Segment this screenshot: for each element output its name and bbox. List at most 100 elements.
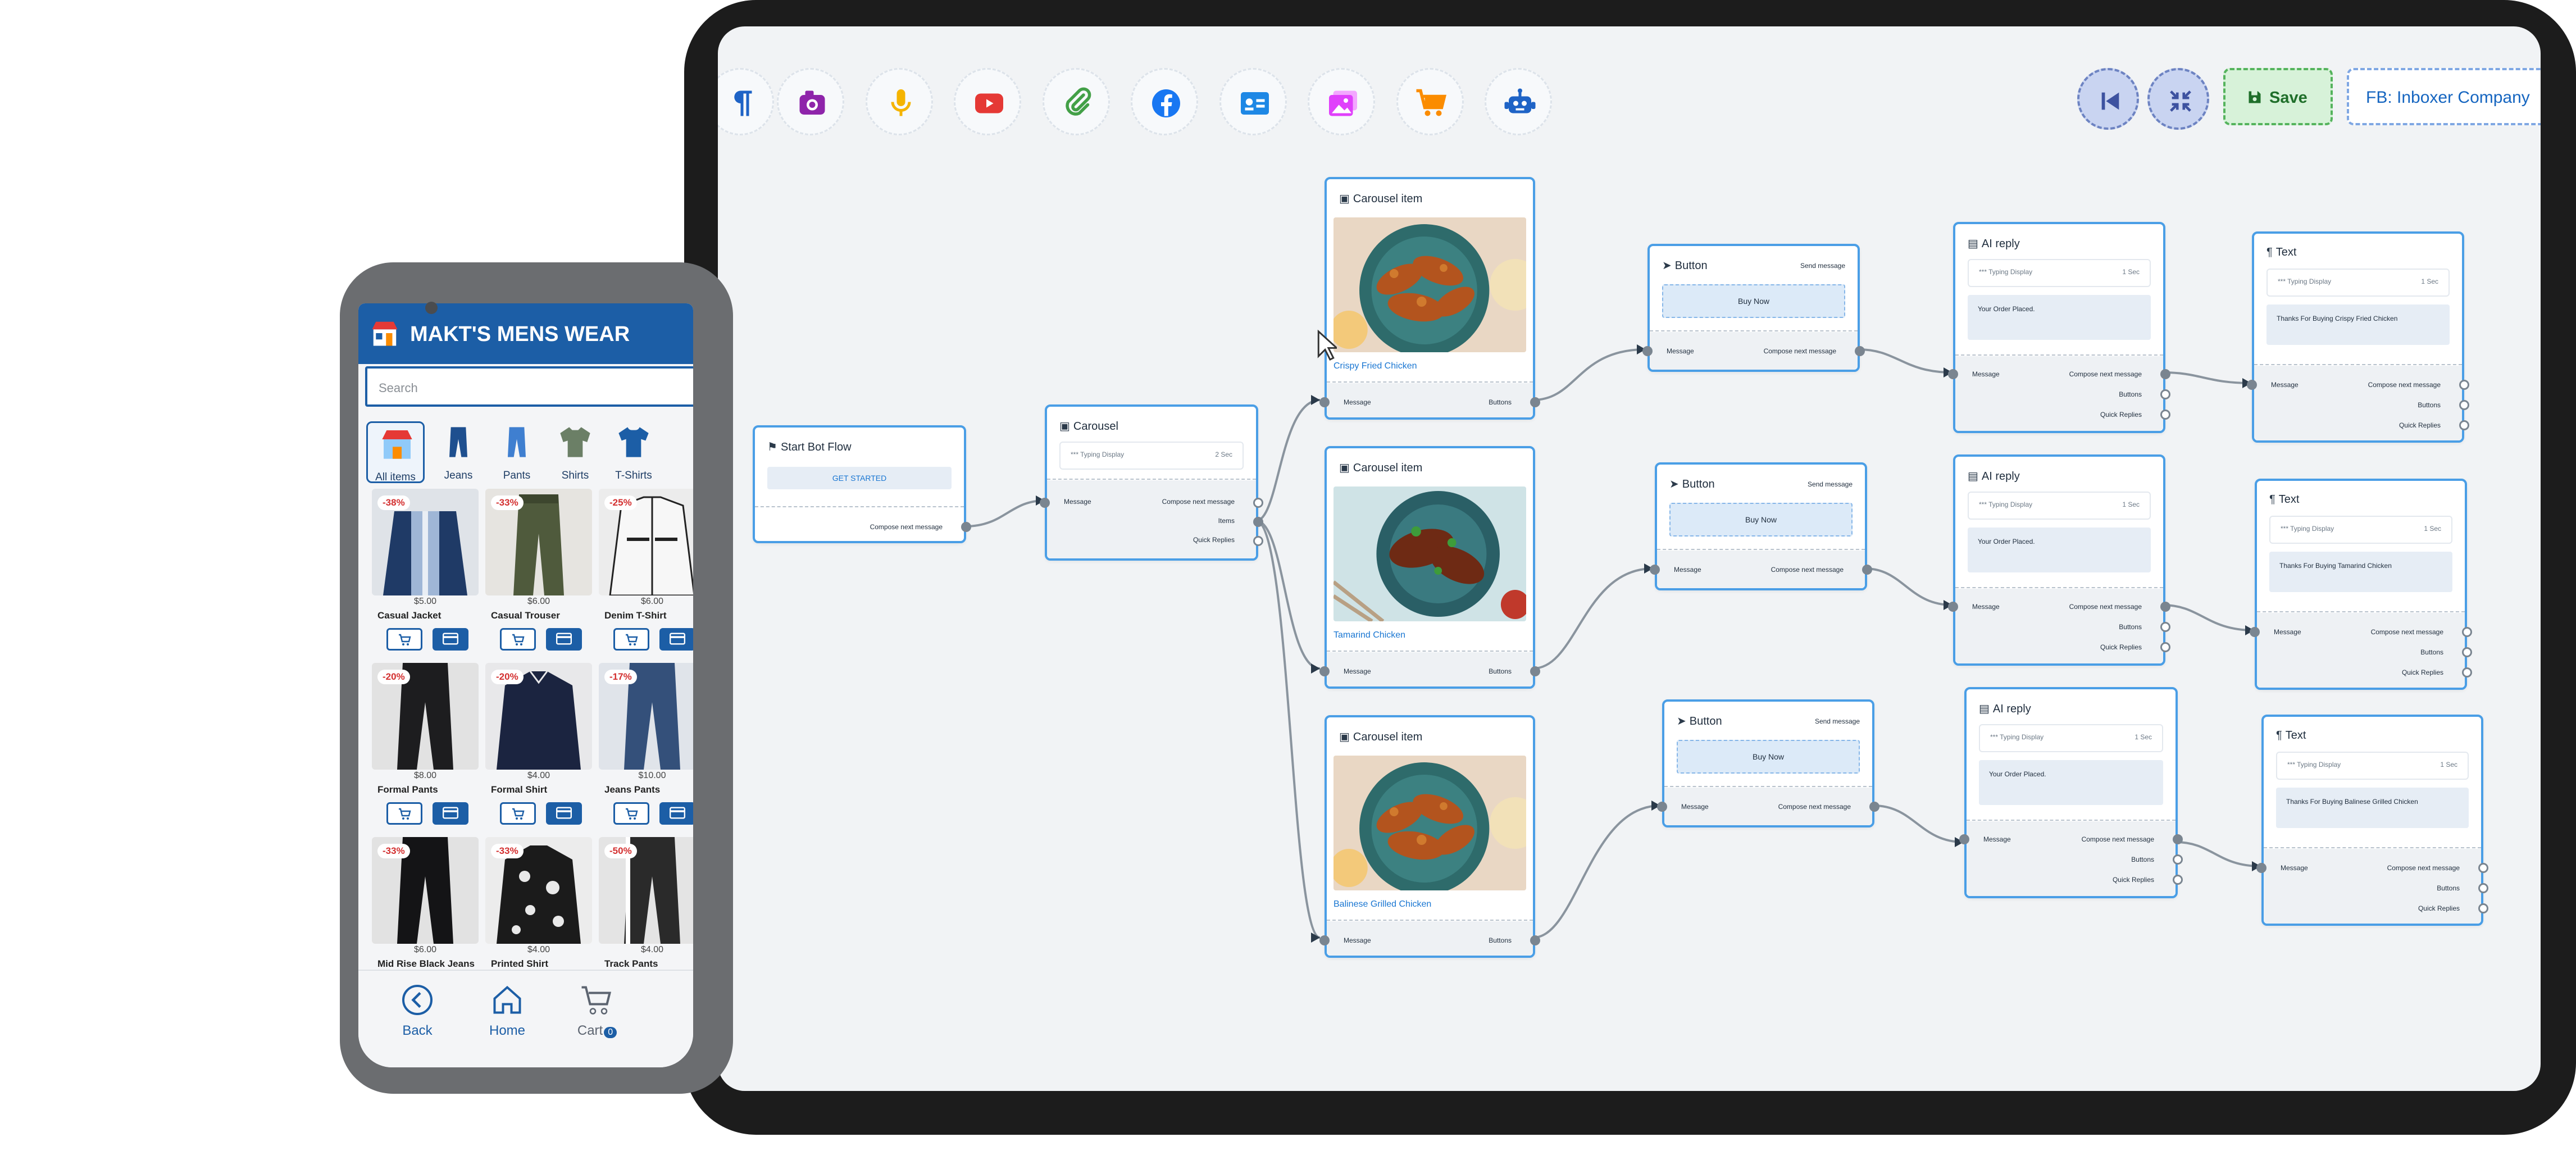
fit-view-button[interactable] — [2147, 68, 2209, 130]
carousel-item-node[interactable]: ▣Carousel item Balinese Grilled Chicken … — [1319, 715, 1540, 958]
add-to-cart-button[interactable] — [613, 802, 649, 825]
input-port[interactable] — [1657, 802, 1667, 812]
get-started-button[interactable]: GET STARTED — [767, 467, 952, 489]
input-port[interactable] — [2247, 380, 2257, 390]
facebook-tool-button[interactable] — [1131, 68, 1198, 135]
buttons-port[interactable] — [2160, 622, 2170, 632]
compose-port[interactable] — [2160, 602, 2170, 612]
category-pants[interactable]: Pants — [488, 421, 546, 483]
input-port[interactable] — [1948, 602, 1958, 612]
compose-port[interactable] — [2160, 369, 2170, 379]
buy-now-button[interactable] — [433, 802, 468, 825]
button-node[interactable]: ➤Button Send message Buy Now Message Com… — [1657, 699, 1879, 827]
file-tool-button[interactable] — [1043, 68, 1110, 135]
input-port[interactable] — [2256, 863, 2266, 873]
text-tool-button[interactable] — [718, 68, 774, 135]
buy-now-button[interactable] — [659, 628, 693, 651]
output-port[interactable] — [1862, 565, 1872, 575]
compose-port[interactable] — [1253, 498, 1263, 508]
input-port[interactable] — [1319, 397, 1330, 407]
buy-now-button[interactable]: Buy Now — [1669, 503, 1853, 536]
input-port[interactable] — [1650, 565, 1660, 575]
ai-tool-button[interactable] — [1485, 68, 1552, 135]
add-to-cart-button[interactable] — [500, 802, 536, 825]
category-shirts[interactable]: Shirts — [546, 421, 604, 483]
items-port[interactable] — [1253, 517, 1263, 527]
category-t-shirts[interactable]: T-Shirts — [604, 421, 663, 483]
input-port[interactable] — [2250, 627, 2260, 637]
card-tool-button[interactable] — [1219, 68, 1287, 135]
buy-now-button[interactable] — [433, 628, 468, 651]
search-input[interactable]: Search — [365, 366, 693, 407]
save-button[interactable]: Save — [2223, 68, 2333, 125]
category-all-items[interactable]: All items — [366, 421, 425, 483]
product-card[interactable]: -38% $5.00 Casual Jacket — [372, 489, 479, 660]
buttons-port[interactable] — [2462, 647, 2472, 657]
buy-now-button[interactable] — [659, 802, 693, 825]
flow-builder-canvas[interactable]: Save FB: Inboxer Company — [718, 26, 2541, 1091]
video-tool-button[interactable] — [954, 68, 1021, 135]
page-selector[interactable]: FB: Inboxer Company — [2347, 68, 2541, 125]
quick-replies-port[interactable] — [2160, 410, 2170, 420]
product-card[interactable]: -17% $10.00 Jeans Pants — [599, 663, 693, 834]
output-port[interactable] — [1855, 346, 1865, 356]
input-port[interactable] — [1959, 834, 1969, 844]
product-card[interactable]: -20% $4.00 Formal Shirt — [485, 663, 592, 834]
quick-replies-port[interactable] — [2478, 903, 2488, 913]
quick-replies-port[interactable] — [2459, 420, 2469, 430]
buy-now-button[interactable] — [546, 802, 582, 825]
compose-port[interactable] — [2459, 380, 2469, 390]
compose-port[interactable] — [2173, 834, 2183, 844]
output-port[interactable] — [1869, 802, 1879, 812]
buttons-port[interactable] — [2459, 400, 2469, 410]
button-node[interactable]: ➤Button Send message Buy Now Message Com… — [1650, 462, 1872, 590]
add-to-cart-button[interactable] — [613, 628, 649, 651]
add-to-cart-button[interactable] — [500, 628, 536, 651]
input-port[interactable] — [1948, 369, 1958, 379]
first-step-button[interactable] — [2077, 68, 2139, 130]
start-bot-flow-node[interactable]: ⚑Start Bot Flow GET STARTED Compose next… — [753, 425, 971, 543]
buy-now-button[interactable]: Buy Now — [1662, 284, 1845, 318]
buttons-port[interactable] — [1530, 666, 1540, 676]
quick-replies-port[interactable] — [2160, 642, 2170, 652]
ecommerce-tool-button[interactable] — [1396, 68, 1464, 135]
image-tool-button[interactable] — [777, 68, 844, 135]
gallery-tool-button[interactable] — [1308, 68, 1375, 135]
input-port[interactable] — [1642, 346, 1653, 356]
product-card[interactable]: -33% $6.00 Casual Trouser — [485, 489, 592, 660]
buttons-port[interactable] — [2160, 389, 2170, 399]
output-port[interactable] — [961, 522, 971, 532]
audio-tool-button[interactable] — [866, 68, 933, 135]
add-to-cart-button[interactable] — [386, 628, 422, 651]
carousel-item-node[interactable]: ▣Carousel item Tamarind Chicken Message … — [1319, 446, 1540, 689]
product-card[interactable]: -20% $8.00 Formal Pants — [372, 663, 479, 834]
nav-home[interactable]: Home — [471, 983, 544, 1039]
add-to-cart-button[interactable] — [386, 802, 422, 825]
buy-now-button[interactable]: Buy Now — [1677, 740, 1860, 774]
input-port[interactable] — [1319, 935, 1330, 945]
buttons-port[interactable] — [2478, 883, 2488, 893]
buttons-port[interactable] — [1530, 935, 1540, 945]
buy-now-button[interactable] — [546, 628, 582, 651]
quick-replies-port[interactable] — [2173, 875, 2183, 885]
carousel-item-node[interactable]: ▣Carousel item Crispy Fried Chicken Mess… — [1319, 177, 1540, 420]
compose-port[interactable] — [2462, 627, 2472, 637]
input-port[interactable] — [1040, 498, 1050, 508]
compose-port[interactable] — [2478, 863, 2488, 873]
input-port[interactable] — [1319, 666, 1330, 676]
button-node[interactable]: ➤Button Send message Buy Now Message Com… — [1642, 244, 1865, 372]
quick-replies-port[interactable] — [2462, 667, 2472, 677]
nav-back[interactable]: Back — [381, 983, 454, 1039]
product-card[interactable]: -25% $6.00 Denim T-Shirt — [599, 489, 693, 660]
category-jeans[interactable]: Jeans — [429, 421, 488, 483]
buttons-port[interactable] — [2173, 854, 2183, 865]
quick-replies-port[interactable] — [1253, 536, 1263, 546]
